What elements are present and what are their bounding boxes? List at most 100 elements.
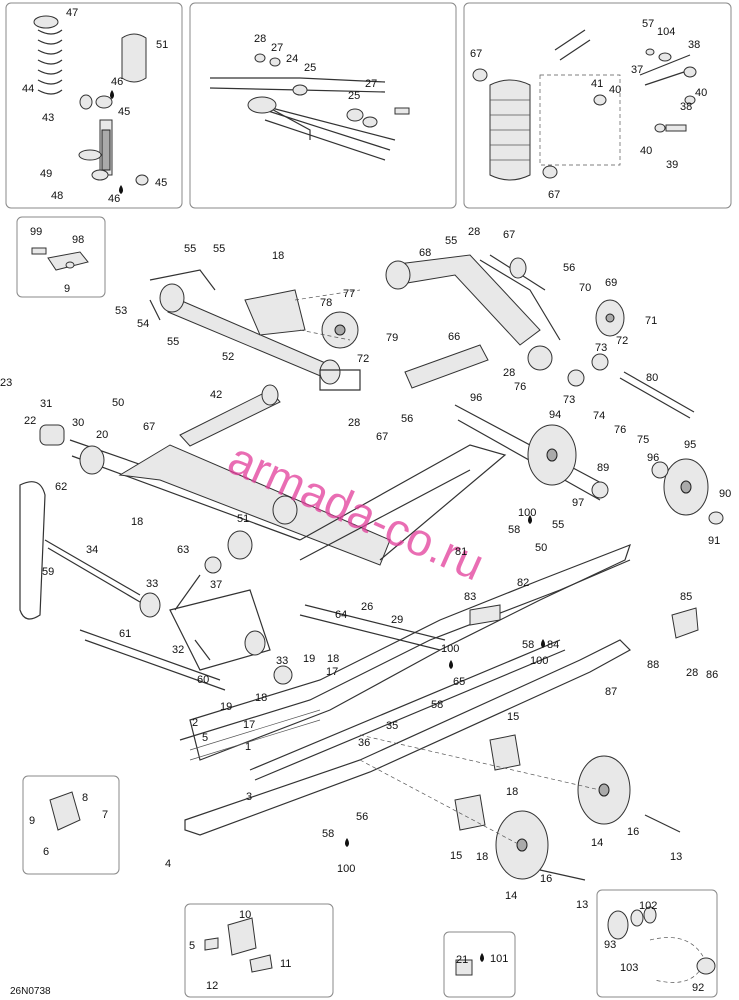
callout: 5	[189, 940, 195, 952]
callout: 88	[647, 659, 659, 671]
callout: 34	[86, 544, 98, 556]
callout: 68	[419, 247, 431, 259]
callout: 18	[255, 692, 267, 704]
callout: 53	[115, 305, 127, 317]
callout: 46	[108, 193, 120, 205]
inset-rear-shock	[463, 2, 732, 209]
callout: 45	[155, 177, 167, 189]
callout: 13	[670, 851, 682, 863]
callout: 67	[548, 189, 560, 201]
callout: 40	[640, 145, 652, 157]
callout: 54	[137, 318, 149, 330]
callout: 92	[692, 982, 704, 994]
callout: 77	[343, 288, 355, 300]
callout: 28	[503, 367, 515, 379]
callout: 49	[40, 168, 52, 180]
callout: 67	[143, 421, 155, 433]
callout: 81	[455, 546, 467, 558]
callout: 33	[146, 578, 158, 590]
frame-and-rails	[19, 444, 699, 836]
callout: 96	[470, 392, 482, 404]
callout: 60	[197, 674, 209, 686]
callout: 73	[563, 394, 575, 406]
callout: 50	[112, 397, 124, 409]
callout: 14	[505, 890, 517, 902]
callout: 5	[202, 732, 208, 744]
callout: 26	[361, 601, 373, 613]
callout: 58	[508, 524, 520, 536]
callout: 41	[591, 78, 603, 90]
lower-idler-wheels	[359, 734, 681, 881]
callout: 59	[42, 566, 54, 578]
callout: 14	[591, 837, 603, 849]
grease-drop-icon-group	[110, 90, 545, 962]
callout: 40	[609, 84, 621, 96]
callout: 11	[280, 958, 291, 970]
inset-wheel-bearing	[596, 889, 718, 998]
callout: 37	[210, 579, 222, 591]
callout: 30	[72, 417, 84, 429]
callout: 61	[119, 628, 131, 640]
upper-idler-wheels	[454, 404, 724, 525]
callout: 18	[506, 786, 518, 798]
callout: 91	[708, 535, 720, 547]
callout: 22	[24, 415, 36, 427]
spring-shock-drawing	[33, 15, 149, 186]
callout: 24	[286, 53, 298, 65]
inset-stopper	[16, 216, 106, 298]
callout: 13	[576, 899, 588, 911]
callout: 39	[666, 159, 678, 171]
callout: 6	[43, 846, 49, 858]
callout: 72	[357, 353, 369, 365]
rear-arm-assembly	[385, 254, 695, 419]
callout: 42	[210, 389, 222, 401]
callout: 15	[507, 711, 519, 723]
oil-drop-icon	[345, 838, 349, 847]
callout: 72	[616, 335, 628, 347]
diagram-code: 26N0738	[10, 986, 51, 997]
oil-drop-icon	[110, 90, 114, 99]
callout: 33	[276, 655, 288, 667]
callout: 44	[22, 83, 34, 95]
callout: 38	[688, 39, 700, 51]
oil-drop-icon	[480, 953, 484, 962]
callout: 100	[518, 507, 536, 519]
callout: 3	[246, 791, 252, 803]
callout: 76	[614, 424, 626, 436]
front-arm-drawing	[209, 53, 410, 161]
callout: 101	[490, 953, 508, 965]
callout: 95	[684, 439, 696, 451]
callout: 56	[401, 413, 413, 425]
callout: 52	[222, 351, 234, 363]
callout: 100	[441, 643, 459, 655]
front-arm-assembly	[149, 269, 361, 391]
inset-bracket	[184, 903, 334, 998]
callout: 86	[706, 669, 718, 681]
callout: 74	[593, 410, 605, 422]
callout: 80	[646, 372, 658, 384]
callout: 40	[695, 87, 707, 99]
callout: 43	[42, 112, 54, 124]
callout: 75	[637, 434, 649, 446]
callout: 57	[642, 18, 654, 30]
callout: 36	[358, 737, 370, 749]
oil-drop-icon	[541, 639, 545, 648]
callout: 28	[254, 33, 266, 45]
callout: 18	[476, 851, 488, 863]
callout: 83	[464, 591, 476, 603]
callout: 70	[579, 282, 591, 294]
callout: 19	[220, 701, 232, 713]
callout: 23	[0, 377, 12, 389]
callout: 85	[680, 591, 692, 603]
callout: 20	[96, 429, 108, 441]
callout: 51	[237, 513, 249, 525]
callout: 55	[552, 519, 564, 531]
callout: 18	[131, 516, 143, 528]
callout: 63	[177, 544, 189, 556]
callout: 87	[605, 686, 617, 698]
callout: 2	[192, 717, 198, 729]
callout: 4	[165, 858, 171, 870]
callout: 100	[530, 655, 548, 667]
callout: 97	[572, 497, 584, 509]
callout: 55	[184, 243, 196, 255]
